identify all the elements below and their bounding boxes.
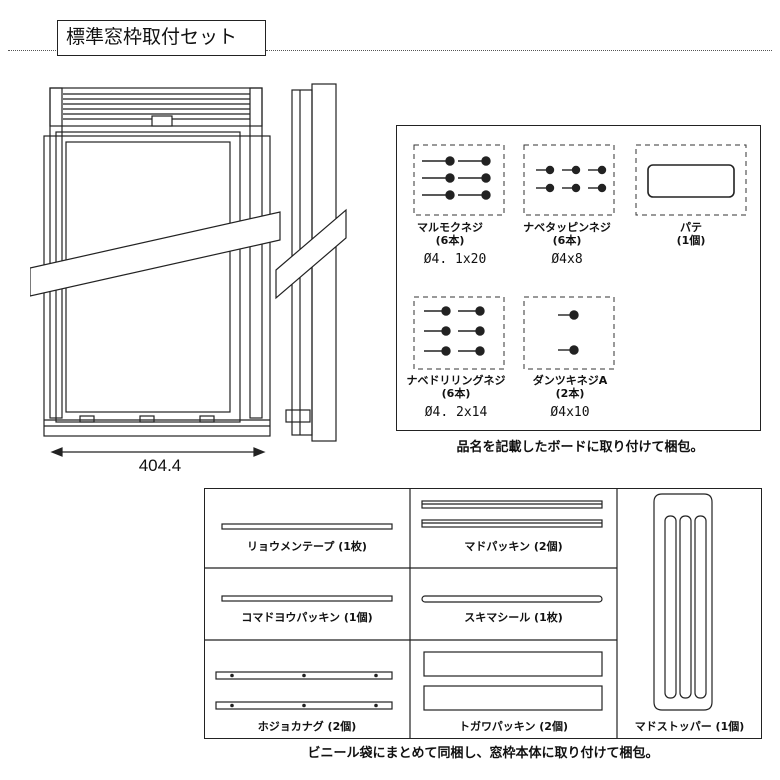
screw-item-2-qty: (6本): [552, 234, 582, 247]
part-door-packing: トガワパッキン (2個): [459, 720, 568, 733]
part-gap-seal: スキマシール (1枚): [464, 611, 563, 624]
part-double-sided-tape: リョウメンテープ (1枚): [247, 540, 367, 553]
screw-item-5-qty: (2本): [555, 387, 585, 400]
part-window-stopper: マドストッパー (1個): [634, 720, 745, 733]
width-dimension-line: [50, 447, 266, 457]
screw-box-1: [413, 144, 505, 216]
gap-seal-icon: [421, 595, 603, 603]
screw-item-5-name: ダンツキネジA: [532, 374, 608, 387]
screw-box-5: [523, 296, 615, 370]
window-frame-drawing: [30, 83, 347, 457]
screw-item-1: マルモクネジ (6本): [400, 221, 500, 247]
screw-item-4-name: ナベドリリングネジ: [406, 374, 506, 387]
screw-set-caption: 品名を記載したボードに取り付けて梱包。: [456, 440, 704, 455]
parts-table-drawing: [204, 488, 713, 739]
screw-item-2: ナベタッピンネジ (6本): [512, 221, 622, 247]
part-auxiliary-bracket: ホジョカナグ (2個): [257, 720, 357, 733]
frame-side-view: [275, 83, 347, 442]
screw-item-3-qty: (1個): [676, 234, 706, 247]
part-small-window-packing: コマドヨウパッキン (1個): [241, 611, 373, 624]
screw-item-1-name: マルモクネジ: [417, 221, 483, 234]
window-packing-icon: [421, 500, 603, 528]
window-stopper-icon: [653, 493, 713, 711]
auxiliary-bracket-icon: [215, 671, 393, 710]
screw-box-4: [413, 296, 505, 370]
screw-item-3: パテ (1個): [636, 221, 746, 247]
screw-item-4-spec: Ø4. 2x14: [424, 405, 488, 420]
parts-table: [204, 488, 762, 739]
screw-item-2-spec: Ø4x8: [551, 252, 583, 267]
wood-screws-icon: [422, 156, 491, 200]
stepped-screws-icon: [558, 310, 579, 355]
screw-set-drawing: [413, 144, 747, 370]
screw-item-3-name: パテ: [680, 221, 702, 234]
drilling-screws-icon: [424, 306, 485, 356]
frame-outer: [43, 135, 271, 437]
header-divider-right: [266, 50, 772, 51]
screw-box-3: [635, 144, 747, 216]
parts-caption: ビニール袋にまとめて同梱し、窓枠本体に取り付けて梱包。: [307, 746, 659, 761]
part-window-packing: マドパッキン (2個): [464, 540, 563, 553]
screw-set-panel: [396, 125, 761, 431]
screw-item-4: ナベドリリングネジ (6本): [398, 374, 514, 400]
tapping-screws-icon: [536, 165, 607, 193]
screw-item-2-name: ナベタッピンネジ: [523, 221, 611, 234]
page-title: 標準窓枠取付セット: [57, 20, 266, 56]
screw-item-5: ダンツキネジA (2本): [515, 374, 625, 400]
double-sided-tape-icon: [221, 523, 393, 530]
width-dimension-label: 404.4: [138, 456, 182, 475]
screw-item-1-spec: Ø4. 1x20: [423, 252, 487, 267]
screw-item-5-spec: Ø4x10: [550, 405, 590, 420]
putty-icon: [647, 164, 735, 198]
header-divider-left: [8, 50, 58, 51]
door-packing-icon: [423, 651, 603, 677]
screw-item-4-qty: (6本): [441, 387, 471, 400]
screw-box-2: [523, 144, 615, 216]
small-window-packing-icon: [221, 595, 393, 602]
screw-item-1-qty: (6本): [435, 234, 465, 247]
